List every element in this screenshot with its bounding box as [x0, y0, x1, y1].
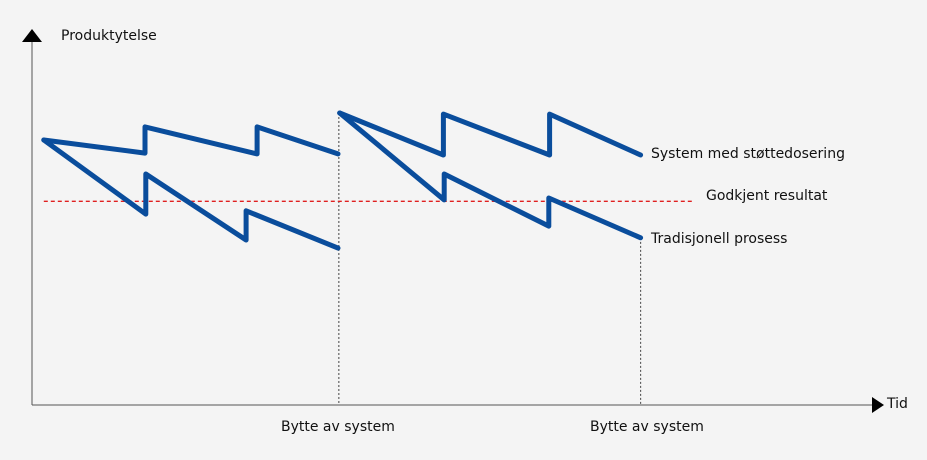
- series-line-2: [41, 110, 644, 251]
- x-axis-label: Tid: [887, 396, 908, 412]
- event-label-1: Bytte av system: [281, 419, 395, 435]
- threshold-label: Godkjent resultat: [706, 188, 828, 204]
- series-line-1: [41, 110, 644, 158]
- event-label-2: Bytte av system: [590, 419, 704, 435]
- y-axis-label: Produktytelse: [61, 28, 157, 44]
- x-axis-arrow-icon: [872, 397, 884, 413]
- series-label-traditional: Tradisjonell prosess: [651, 231, 788, 247]
- y-axis-arrow-icon: [22, 29, 42, 42]
- series-label-support: System med støttedosering: [651, 146, 845, 162]
